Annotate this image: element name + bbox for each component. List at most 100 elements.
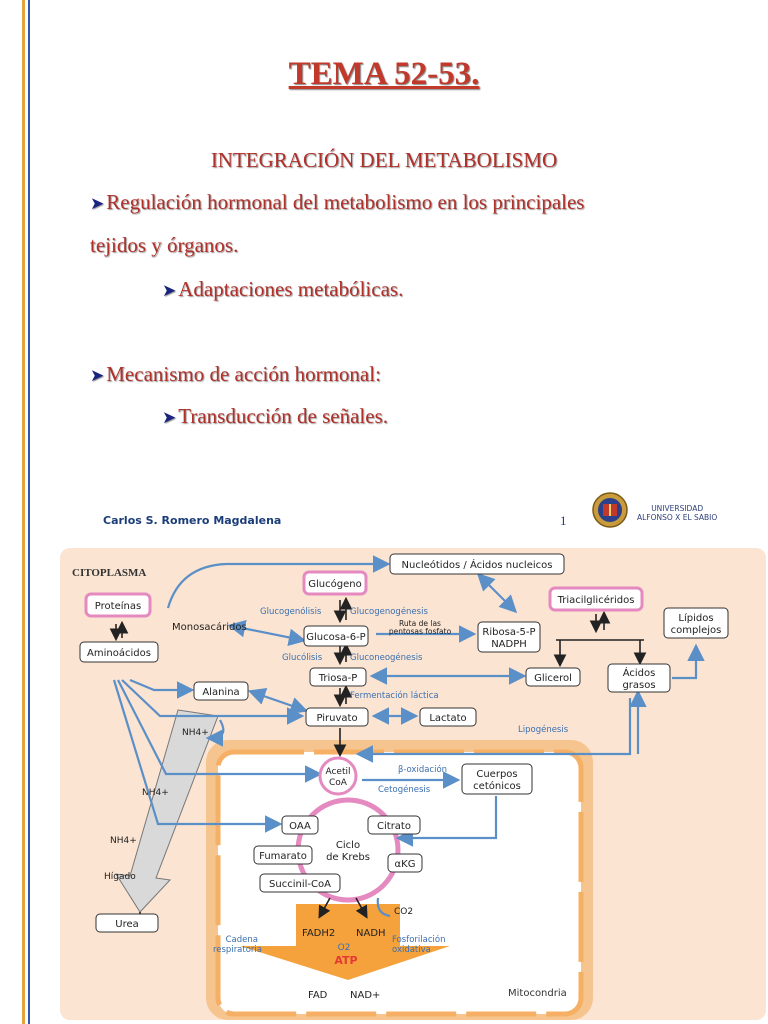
label-lipogenesis: Lipogénesis bbox=[518, 724, 569, 735]
label-glucogenolisis: Glucogenólisis bbox=[260, 606, 322, 617]
diagram-nodes-acidos_l1-text: Ácidos bbox=[623, 666, 656, 679]
node-urea bbox=[95, 913, 159, 933]
bullet-1-continuation: tejidos y órganos. bbox=[90, 233, 239, 257]
node-akg bbox=[387, 853, 423, 873]
left-rule-orange bbox=[22, 0, 25, 1024]
label-glucolisis: Glucólisis bbox=[282, 652, 323, 663]
label-fosfo-2: oxidativa bbox=[392, 945, 431, 955]
arrow-amino-oaa bbox=[112, 679, 283, 833]
bullet-2: ➤Adaptaciones metabólicas. bbox=[162, 277, 404, 301]
node-piruvato bbox=[305, 707, 369, 727]
label-ruta-2: pentosas fosfato bbox=[389, 627, 452, 636]
node-fumarato bbox=[253, 845, 313, 865]
node-proteinas bbox=[84, 592, 152, 618]
left-rule-blue bbox=[28, 0, 30, 1024]
diagram-nodes-acetil_l1-text: Acetil bbox=[325, 767, 350, 777]
node-lipidos bbox=[663, 607, 729, 639]
arrow-amino-alanina bbox=[129, 678, 195, 699]
diagram-nodes-proteinas-text: Proteínas bbox=[95, 600, 141, 612]
label-nad: NAD+ bbox=[350, 990, 380, 1001]
ciclo-label-1: Ciclo bbox=[336, 840, 360, 851]
higado-label: Hígado bbox=[104, 872, 136, 882]
diagram-nodes-ribosa_l2-text: NADPH bbox=[491, 639, 527, 650]
diagram-nodes-nucleotidos-text: Nucleótidos / Ácidos nucleicos bbox=[402, 558, 553, 571]
arrow-amino-piruvato bbox=[121, 679, 305, 725]
page-number: 1 bbox=[560, 513, 567, 528]
diagram-nodes-akg-text: αKG bbox=[395, 859, 416, 870]
diagram-nodes-triosap-text: Triosa-P bbox=[318, 673, 358, 684]
diagram-nodes-alanina-text: Alanina bbox=[202, 687, 239, 698]
arrow-co2 bbox=[376, 897, 391, 918]
diagram-nodes-lipidos_l1-text: Lípidos bbox=[678, 612, 713, 624]
diagram-nodes-aminoacidos-text: Aminoácidos bbox=[87, 647, 151, 659]
label-fad: FAD bbox=[308, 990, 328, 1001]
label-atp: ATP bbox=[334, 954, 357, 967]
bullet-3: ➤Mecanismo de acción hormonal: bbox=[90, 362, 381, 386]
bullet-arrow-icon: ➤ bbox=[162, 281, 177, 300]
node-acetil-coa bbox=[318, 756, 358, 796]
diagram-nodes-lipidos_l2-text: complejos bbox=[671, 625, 722, 636]
node-glucosa6p bbox=[303, 625, 369, 647]
nh4-label-1: NH4+ bbox=[182, 728, 209, 738]
label-nadh: NADH bbox=[356, 928, 386, 939]
node-acidos-grasos bbox=[607, 663, 671, 693]
node-aminoacidos bbox=[79, 641, 159, 663]
atp-arrow bbox=[240, 946, 450, 980]
arrow-nh4-squiggle bbox=[205, 719, 225, 747]
university-seal-icon bbox=[592, 492, 628, 528]
arrow-amino-nucleotidos bbox=[166, 555, 391, 609]
diagram-nodes-cuerpos_l1-text: Cuerpos bbox=[476, 769, 517, 780]
diagram-nodes-glucosa6p-text: Glucosa-6-P bbox=[306, 632, 365, 643]
arrow-krebs-fadh2 bbox=[318, 897, 331, 919]
nh4-label-3: NH4+ bbox=[110, 836, 137, 846]
diagram-nodes-oaa-text: OAA bbox=[289, 821, 311, 832]
university-name: UNIVERSIDAD ALFONSO X EL SABIO bbox=[637, 504, 718, 522]
arrow-acidos-acetil bbox=[355, 698, 632, 763]
bullet-1: ➤Regulación hormonal del metabolismo en … bbox=[90, 190, 585, 214]
arrow-alanina-piruvato bbox=[247, 688, 309, 714]
label-ruta-1: Ruta de las bbox=[399, 619, 441, 628]
node-triacilgliceridos bbox=[548, 586, 644, 612]
atp-bar bbox=[296, 904, 400, 946]
diagram-nodes-acetil_l2-text: CoA bbox=[329, 778, 348, 788]
label-fadh2: FADH2 bbox=[302, 928, 335, 939]
bullet-arrow-icon: ➤ bbox=[90, 366, 105, 385]
label-beta-oxidacion: β-oxidación bbox=[398, 764, 447, 775]
diagram-nodes-urea-text: Urea bbox=[115, 919, 139, 930]
arrow-acidos-lipidos bbox=[672, 643, 705, 680]
bullet-4: ➤Transducción de señales. bbox=[162, 404, 389, 428]
label-cetogenesis: Cetogénesis bbox=[378, 784, 431, 795]
node-glucogeno bbox=[302, 570, 368, 596]
node-nucleotidos bbox=[389, 553, 565, 575]
node-cuerpos-cetonicos bbox=[461, 763, 533, 795]
diagram-nodes-fumarato-text: Fumarato bbox=[259, 851, 307, 862]
diagram-nodes-cuerpos_l2-text: cetónicos bbox=[473, 780, 521, 792]
diagram-nodes-ribosa_l1-text: Ribosa-5-P bbox=[482, 627, 535, 638]
page-title: TEMA 52-53. bbox=[288, 56, 480, 92]
diagram-nodes-lactato-text: Lactato bbox=[429, 713, 466, 724]
arrow-nucleotidos-ribosa bbox=[476, 572, 518, 614]
node-alanina bbox=[193, 681, 249, 701]
label-cadena-1: Cadena bbox=[226, 935, 258, 945]
bullet-arrow-icon: ➤ bbox=[162, 408, 177, 427]
arrow-amino-acetil bbox=[117, 679, 323, 783]
label-cadena-2: respiratoria bbox=[213, 945, 262, 955]
nh4-label-2: NH4+ bbox=[142, 788, 169, 798]
node-oaa bbox=[281, 815, 319, 835]
label-fosfo-1: Fosforilación bbox=[392, 934, 445, 945]
citoplasma-label: CITOPLASMA bbox=[72, 567, 146, 579]
bullet-arrow-icon: ➤ bbox=[90, 194, 105, 213]
diagram-nodes-glucogeno-text: Glucógeno bbox=[308, 578, 361, 590]
node-triosap bbox=[309, 667, 367, 687]
diagram-nodes-acidos_l2-text: grasos bbox=[622, 680, 655, 691]
mitocondria-label: Mitocondria bbox=[508, 988, 567, 999]
node-monosacaridos: Monosacáridos bbox=[172, 621, 247, 633]
node-citrato bbox=[367, 815, 421, 835]
node-lactato bbox=[419, 707, 477, 727]
arrow-krebs-nadh bbox=[355, 897, 368, 919]
node-ribosa bbox=[477, 621, 541, 653]
page-subtitle: INTEGRACIÓN DEL METABOLISMO bbox=[210, 148, 558, 172]
ciclo-label-2: de Krebs bbox=[326, 852, 370, 863]
diagram-nodes-piruvato-text: Piruvato bbox=[316, 713, 357, 724]
arrow-monosac-glucosa bbox=[227, 619, 307, 647]
